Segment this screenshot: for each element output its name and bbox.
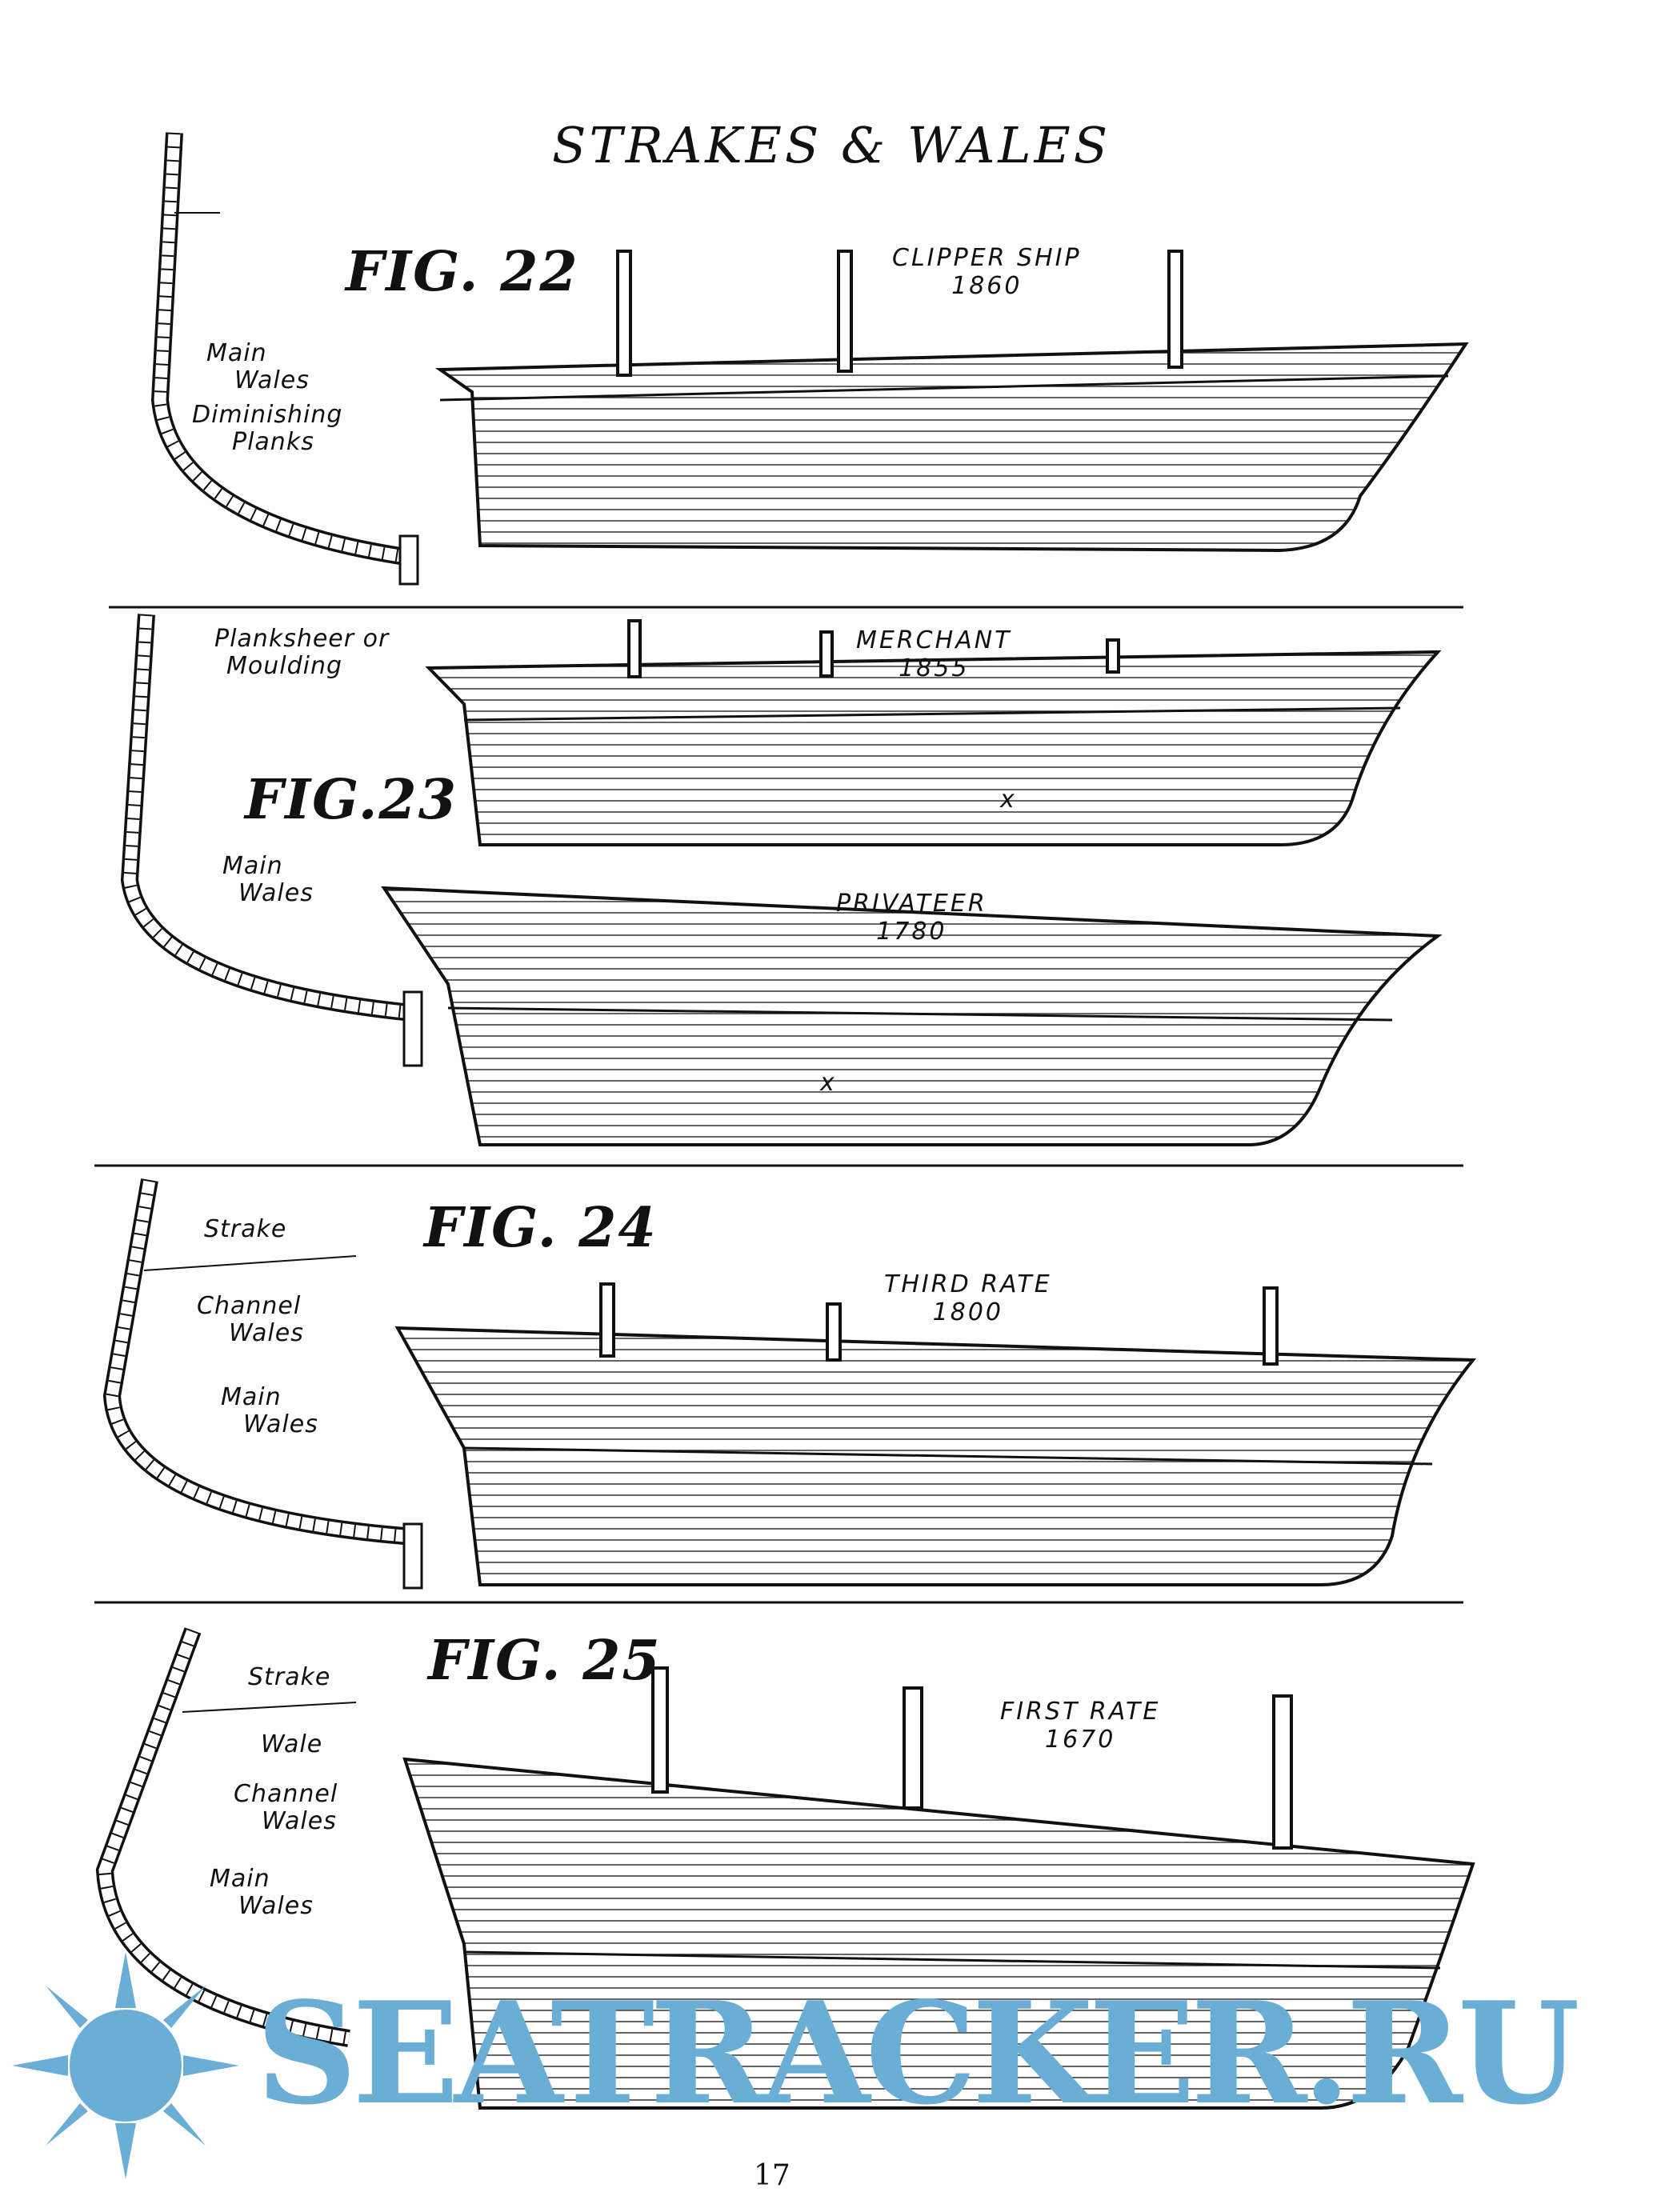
page-number: 17	[754, 2159, 790, 2192]
mark-x: x	[1000, 786, 1015, 814]
label-line: Wales	[243, 1410, 318, 1438]
cross-section-fig22	[150, 132, 419, 586]
label-line: Main	[210, 1865, 270, 1893]
caption-line: 1780	[876, 918, 947, 946]
mark-x: x	[820, 1069, 835, 1097]
label-line: Wales	[234, 366, 310, 394]
label-line: Diminishing	[192, 401, 343, 429]
page-title: STRAKES & WALES	[552, 116, 1111, 174]
figure-25-label: FIG. 25	[428, 1629, 662, 1693]
figure-22-label: FIG. 22	[346, 240, 579, 304]
caption-line: 1855	[899, 654, 970, 682]
label-line: Main	[222, 852, 283, 880]
label-line: Planks	[232, 428, 314, 456]
label-line: Main	[206, 339, 267, 367]
caption-line: 1860	[951, 272, 1023, 300]
label-strake: Strake	[248, 1663, 331, 1691]
caption-line: FIRST RATE	[1000, 1698, 1161, 1726]
figure-24-label: FIG. 24	[424, 1196, 658, 1260]
label-line: Channel	[197, 1292, 302, 1320]
caption-line: CLIPPER SHIP	[892, 244, 1082, 272]
hull-merchant	[425, 650, 1442, 846]
figure-23-label: FIG.23	[245, 768, 458, 832]
label-line: Moulding	[226, 652, 343, 680]
label-line: Wales	[238, 879, 314, 907]
caption-line: THIRD RATE	[884, 1270, 1052, 1298]
label-wale: Wale	[261, 1730, 323, 1758]
caption-line: MERCHANT	[856, 626, 1012, 654]
label-line: Planksheer or	[214, 625, 390, 653]
cross-section-fig23	[120, 614, 423, 1067]
hull-first-rate	[402, 1757, 1475, 2110]
label-strake: Strake	[204, 1215, 287, 1243]
label-line: Wales	[229, 1319, 304, 1347]
label-line: Wales	[238, 1892, 314, 1920]
caption-line: 1800	[932, 1298, 1004, 1326]
caption-line: 1670	[1044, 1726, 1116, 1754]
hull-privateer	[381, 886, 1443, 1146]
sun-logo-icon	[12, 1952, 239, 2179]
label-line: Wales	[262, 1807, 337, 1835]
cross-section-fig25	[95, 1627, 357, 2047]
hull-clipper-ship	[434, 342, 1469, 553]
watermark: SEATRACKER.RU	[256, 1972, 1580, 2136]
caption-line: PRIVATEER	[836, 890, 987, 918]
label-line: Main	[221, 1383, 282, 1411]
label-line: Channel	[234, 1780, 338, 1808]
cross-section-fig24	[102, 1178, 423, 1590]
